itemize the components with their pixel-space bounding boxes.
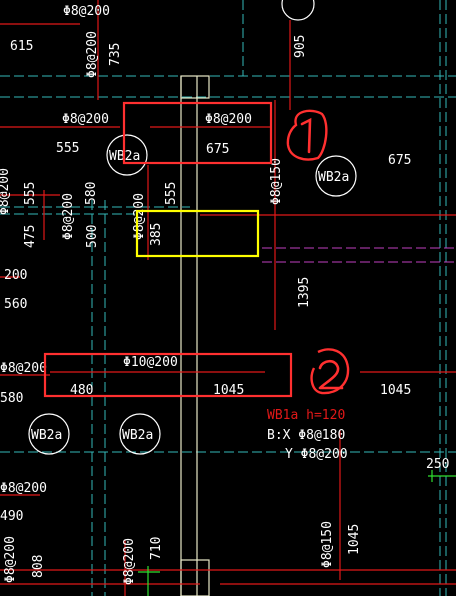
dimension-text: 1045 bbox=[380, 383, 411, 398]
rebar-note: Φ8@200 bbox=[0, 361, 47, 376]
rebar-note: Φ8@200 bbox=[0, 168, 12, 215]
rebar-note: Φ8@200 bbox=[85, 31, 100, 78]
rebar-note: Φ8@200 bbox=[3, 536, 18, 583]
rebar-note: Φ8@200 bbox=[61, 193, 76, 240]
dimension-text: 1045 bbox=[213, 383, 244, 398]
slab-circle-3 bbox=[28, 413, 70, 455]
dimension-text: 615 bbox=[10, 39, 33, 54]
dimension-text: 808 bbox=[31, 555, 46, 578]
slab-callout: WB1a h=120 B:X Φ8@180 Y Φ8@200 bbox=[267, 408, 348, 462]
dimension-text: 385 bbox=[149, 223, 164, 246]
slab-circle-1 bbox=[106, 134, 148, 176]
dimension-text: 490 bbox=[0, 509, 23, 524]
dimension-text: 555 bbox=[23, 182, 38, 205]
markup-number-1-circle bbox=[286, 109, 328, 161]
markup-number-2-circle bbox=[310, 348, 350, 395]
magenta-dashed-lines bbox=[262, 247, 456, 263]
dimension-text: 480 bbox=[70, 383, 93, 398]
rebar-note: Φ10@200 bbox=[123, 355, 178, 370]
green-marks bbox=[138, 470, 456, 596]
dimension-text: 675 bbox=[388, 153, 411, 168]
rebar-note: Φ8@150 bbox=[320, 521, 335, 568]
dimension-text: 1395 bbox=[297, 277, 312, 308]
rebar-note: Φ8@200 bbox=[122, 538, 137, 585]
dimension-text: 475 bbox=[23, 225, 38, 248]
markup-box-1[interactable] bbox=[122, 101, 273, 165]
dimension-text: 555 bbox=[56, 141, 79, 156]
dimension-text: 580 bbox=[84, 182, 99, 205]
dimension-text: 580 bbox=[0, 391, 23, 406]
dimension-text: 905 bbox=[293, 35, 308, 58]
rebar-note: Φ8@200 bbox=[132, 193, 147, 240]
dimension-text: 735 bbox=[108, 43, 123, 66]
callout-bottom-x: B:X Φ8@180 bbox=[267, 428, 345, 443]
annotations-horizontal: Φ8@200 615 Φ8@200 555 Φ8@200 675 675 200… bbox=[0, 4, 449, 524]
rebar-note: Φ8@200 bbox=[205, 112, 252, 127]
slab-label-2: WB2a bbox=[318, 170, 349, 185]
rebar-note: Φ8@200 bbox=[62, 112, 109, 127]
markup-box-yellow[interactable] bbox=[135, 209, 260, 258]
slab-circle-4 bbox=[119, 413, 161, 455]
dimension-text: 555 bbox=[164, 182, 179, 205]
dimension-text: 560 bbox=[4, 297, 27, 312]
dimension-text: 1045 bbox=[347, 524, 362, 555]
rebar-note: Φ8@150 bbox=[269, 158, 284, 205]
slab-label-4: WB2a bbox=[122, 428, 153, 443]
markup-box-2[interactable] bbox=[43, 352, 293, 398]
markup-number-1-icon bbox=[300, 117, 312, 154]
callout-title: WB1a h=120 bbox=[267, 408, 345, 423]
slab-label-3: WB2a bbox=[31, 428, 62, 443]
dimension-text: 710 bbox=[149, 537, 164, 560]
annotations-vertical: 735 905 Φ8@200 555 Φ8@200 580 Φ8@200 Φ8@… bbox=[0, 31, 362, 585]
markup-overlays: ① ② bbox=[43, 101, 350, 398]
markup-number-2-icon bbox=[318, 359, 344, 390]
rebar-note: 200 bbox=[4, 268, 27, 283]
rebar-note: Φ8@200 bbox=[0, 481, 47, 496]
dimension-text: 250 bbox=[426, 457, 449, 472]
slab-circle-2 bbox=[315, 155, 357, 197]
column-outlines bbox=[180, 75, 210, 596]
rebar-note: Φ8@200 bbox=[63, 4, 110, 19]
dimension-text: 500 bbox=[85, 225, 100, 248]
callout-bottom-y: Y Φ8@200 bbox=[285, 447, 348, 462]
slab-circle-top bbox=[281, 0, 315, 21]
dimension-text: 675 bbox=[206, 142, 229, 157]
